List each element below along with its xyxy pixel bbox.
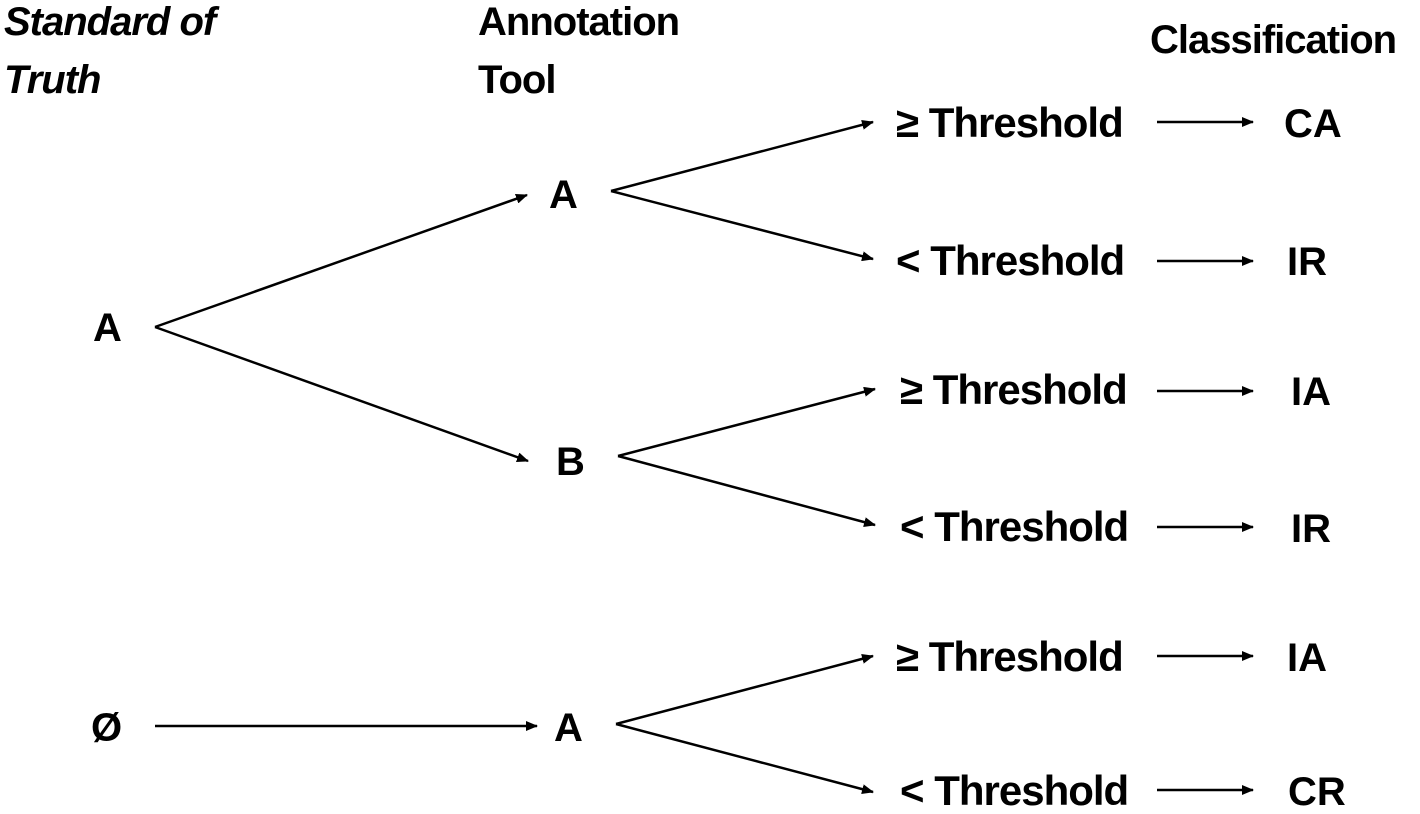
edge-tool-a-to-thr-2 [610,189,874,262]
classification-label-6: CR [1288,770,1346,814]
tool-node-b: B [556,440,585,484]
threshold-label-4: < Threshold [900,503,1129,550]
threshold-label-6: < Threshold [900,767,1129,814]
threshold-label-3: ≥ Threshold [900,366,1128,413]
edge-tool-a2-to-thr-5 [615,653,874,726]
tool-node-a-upper: A [549,173,578,217]
classification-label-4: IR [1291,507,1331,551]
edge-sot-a-to-tool-a [154,193,528,329]
sot-node-empty-set: Ø [91,706,123,750]
edge-tool-a-to-thr-1 [610,119,874,193]
header-classification: Classification [1150,18,1397,62]
header-standard-of-truth-line-1: Standard of [4,0,216,44]
classification-label-3: IA [1291,370,1331,414]
header-annotation-tool-line-1: Annotation [478,0,680,44]
threshold-label-1: ≥ Threshold [896,99,1124,146]
threshold-label-2: < Threshold [896,237,1125,284]
header-standard-of-truth-line-2: Truth [4,58,101,102]
tool-node-a-lower: A [554,706,583,750]
header-annotation-tool-line-2: Tool [478,58,556,102]
classification-label-1: CA [1284,102,1342,146]
sot-node-a: A [93,306,122,350]
edge-tool-b-to-thr-3 [617,386,876,458]
classification-label-2: IR [1287,240,1327,284]
edge-sot-a-to-tool-b [154,325,529,463]
threshold-label-5: ≥ Threshold [896,633,1124,680]
edge-tool-b-to-thr-4 [617,454,876,527]
edge-tool-a2-to-thr-6 [615,722,874,795]
classification-label-5: IA [1287,636,1327,680]
